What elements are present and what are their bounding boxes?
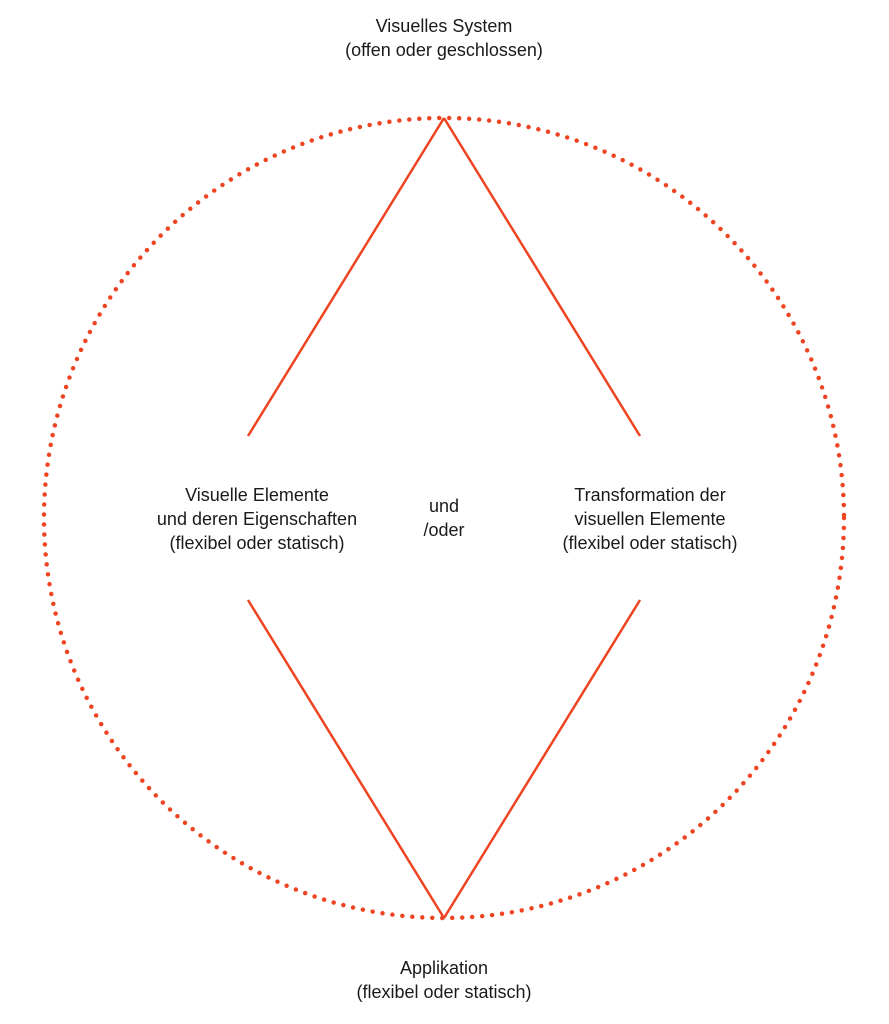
node-application-subtitle: (flexibel oder statisch) xyxy=(356,982,532,1002)
node-transformation-line1: Transformation der xyxy=(574,485,726,505)
connector-bottom-right xyxy=(442,599,642,919)
connector-top-right xyxy=(442,117,642,437)
connector-or: /oder xyxy=(423,520,465,540)
node-visual-elements: Visuelle Elemente und deren Eigenschafte… xyxy=(92,483,422,555)
node-transformation-line2: visuellen Elemente xyxy=(574,509,726,529)
node-transformation: Transformation der visuellen Elemente (f… xyxy=(490,483,810,555)
connector-and: und xyxy=(428,496,460,516)
node-visual-elements-line1: Visuelle Elemente xyxy=(185,485,329,505)
node-application-title: Applikation xyxy=(399,958,489,978)
node-visual-elements-line2: und deren Eigenschaften xyxy=(156,509,358,529)
node-visual-system-title: Visuelles System xyxy=(375,16,513,36)
node-application: Applikation (flexibel oder statisch) xyxy=(244,956,644,1004)
node-transformation-line3: (flexibel oder statisch) xyxy=(562,533,738,553)
node-visual-system-subtitle: (offen oder geschlossen) xyxy=(345,40,543,60)
node-connector-and-or: und /oder xyxy=(394,494,494,542)
connector-bottom-left xyxy=(246,599,446,919)
node-visual-elements-line3: (flexibel oder statisch) xyxy=(169,533,345,553)
node-visual-system: Visuelles System (offen oder geschlossen… xyxy=(244,14,644,62)
connector-top-left xyxy=(246,117,446,437)
